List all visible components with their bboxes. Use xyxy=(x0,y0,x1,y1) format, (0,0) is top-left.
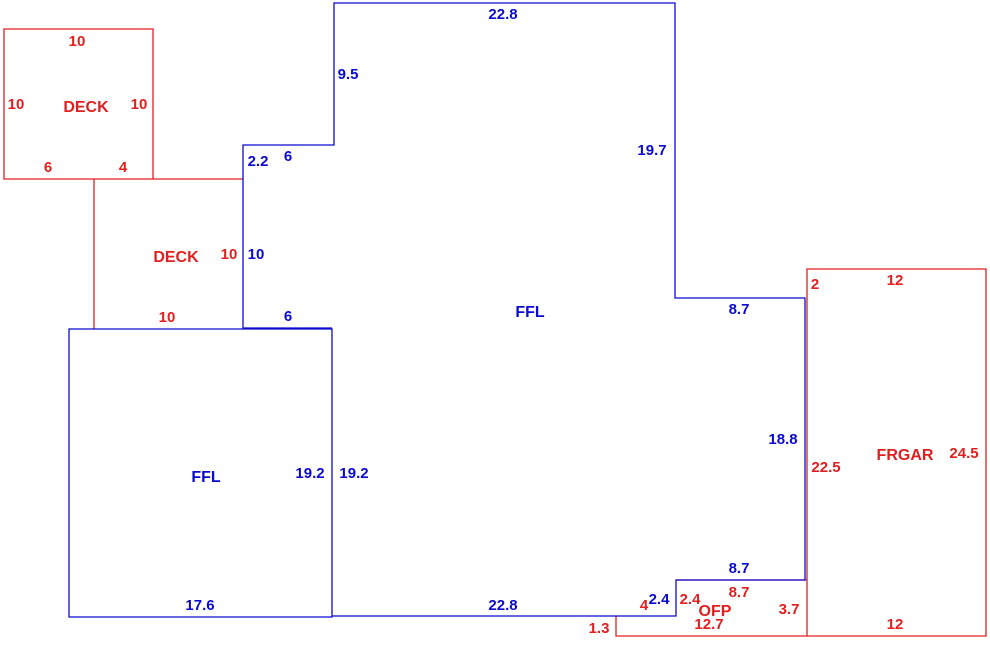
dim-label: 6 xyxy=(284,148,292,165)
area-label-deck-upper: DECK xyxy=(63,99,109,116)
area-label-frgar: FRGAR xyxy=(877,447,934,464)
dim-label: 10 xyxy=(131,96,148,113)
dim-label: 3.7 xyxy=(779,601,800,618)
dim-label: 22.8 xyxy=(488,6,517,23)
dim-label: 8.7 xyxy=(729,560,750,577)
ffl-left-outline xyxy=(68,328,333,618)
dim-label: 17.6 xyxy=(185,597,214,614)
dim-label: 12 xyxy=(887,272,904,289)
dim-label: 4 xyxy=(640,597,649,614)
dim-label: 1.3 xyxy=(589,620,610,637)
dim-label: 22.8 xyxy=(488,597,517,614)
dim-label: 19.2 xyxy=(295,465,324,482)
dim-label: 10 xyxy=(159,309,176,326)
dim-label: 19.2 xyxy=(339,465,368,482)
dim-label: 2 xyxy=(811,276,819,293)
dim-label: 12 xyxy=(887,616,904,633)
dim-label: 22.5 xyxy=(811,459,840,476)
dim-label: 2.4 xyxy=(649,591,671,608)
dim-label: 2.2 xyxy=(248,153,269,170)
dim-label: 10 xyxy=(248,246,265,263)
dim-label: 19.7 xyxy=(637,142,666,159)
area-label-ffl-left: FFL xyxy=(191,469,221,486)
dim-label: 24.5 xyxy=(949,445,978,462)
dim-label: 10 xyxy=(69,33,86,50)
garage-outline xyxy=(806,268,987,637)
dim-label: 18.8 xyxy=(768,431,797,448)
dim-label: 12.7 xyxy=(694,616,723,633)
dim-label: 9.5 xyxy=(338,66,359,83)
dim-label: 4 xyxy=(119,159,128,176)
ffl-main-outline xyxy=(242,2,806,617)
dim-label: 8.7 xyxy=(729,301,750,318)
area-label-ofp: OFP xyxy=(699,603,732,620)
dim-label: 6 xyxy=(44,159,52,176)
dim-label: 6 xyxy=(284,308,292,325)
dim-label: 2.4 xyxy=(680,591,702,608)
dim-label: 10 xyxy=(8,96,25,113)
deck-middle-outline xyxy=(93,178,243,329)
area-label-deck-middle: DECK xyxy=(153,249,199,266)
area-label-ffl-main: FFL xyxy=(515,304,545,321)
dim-label: 8.7 xyxy=(729,584,750,601)
dim-label: 10 xyxy=(221,246,238,263)
